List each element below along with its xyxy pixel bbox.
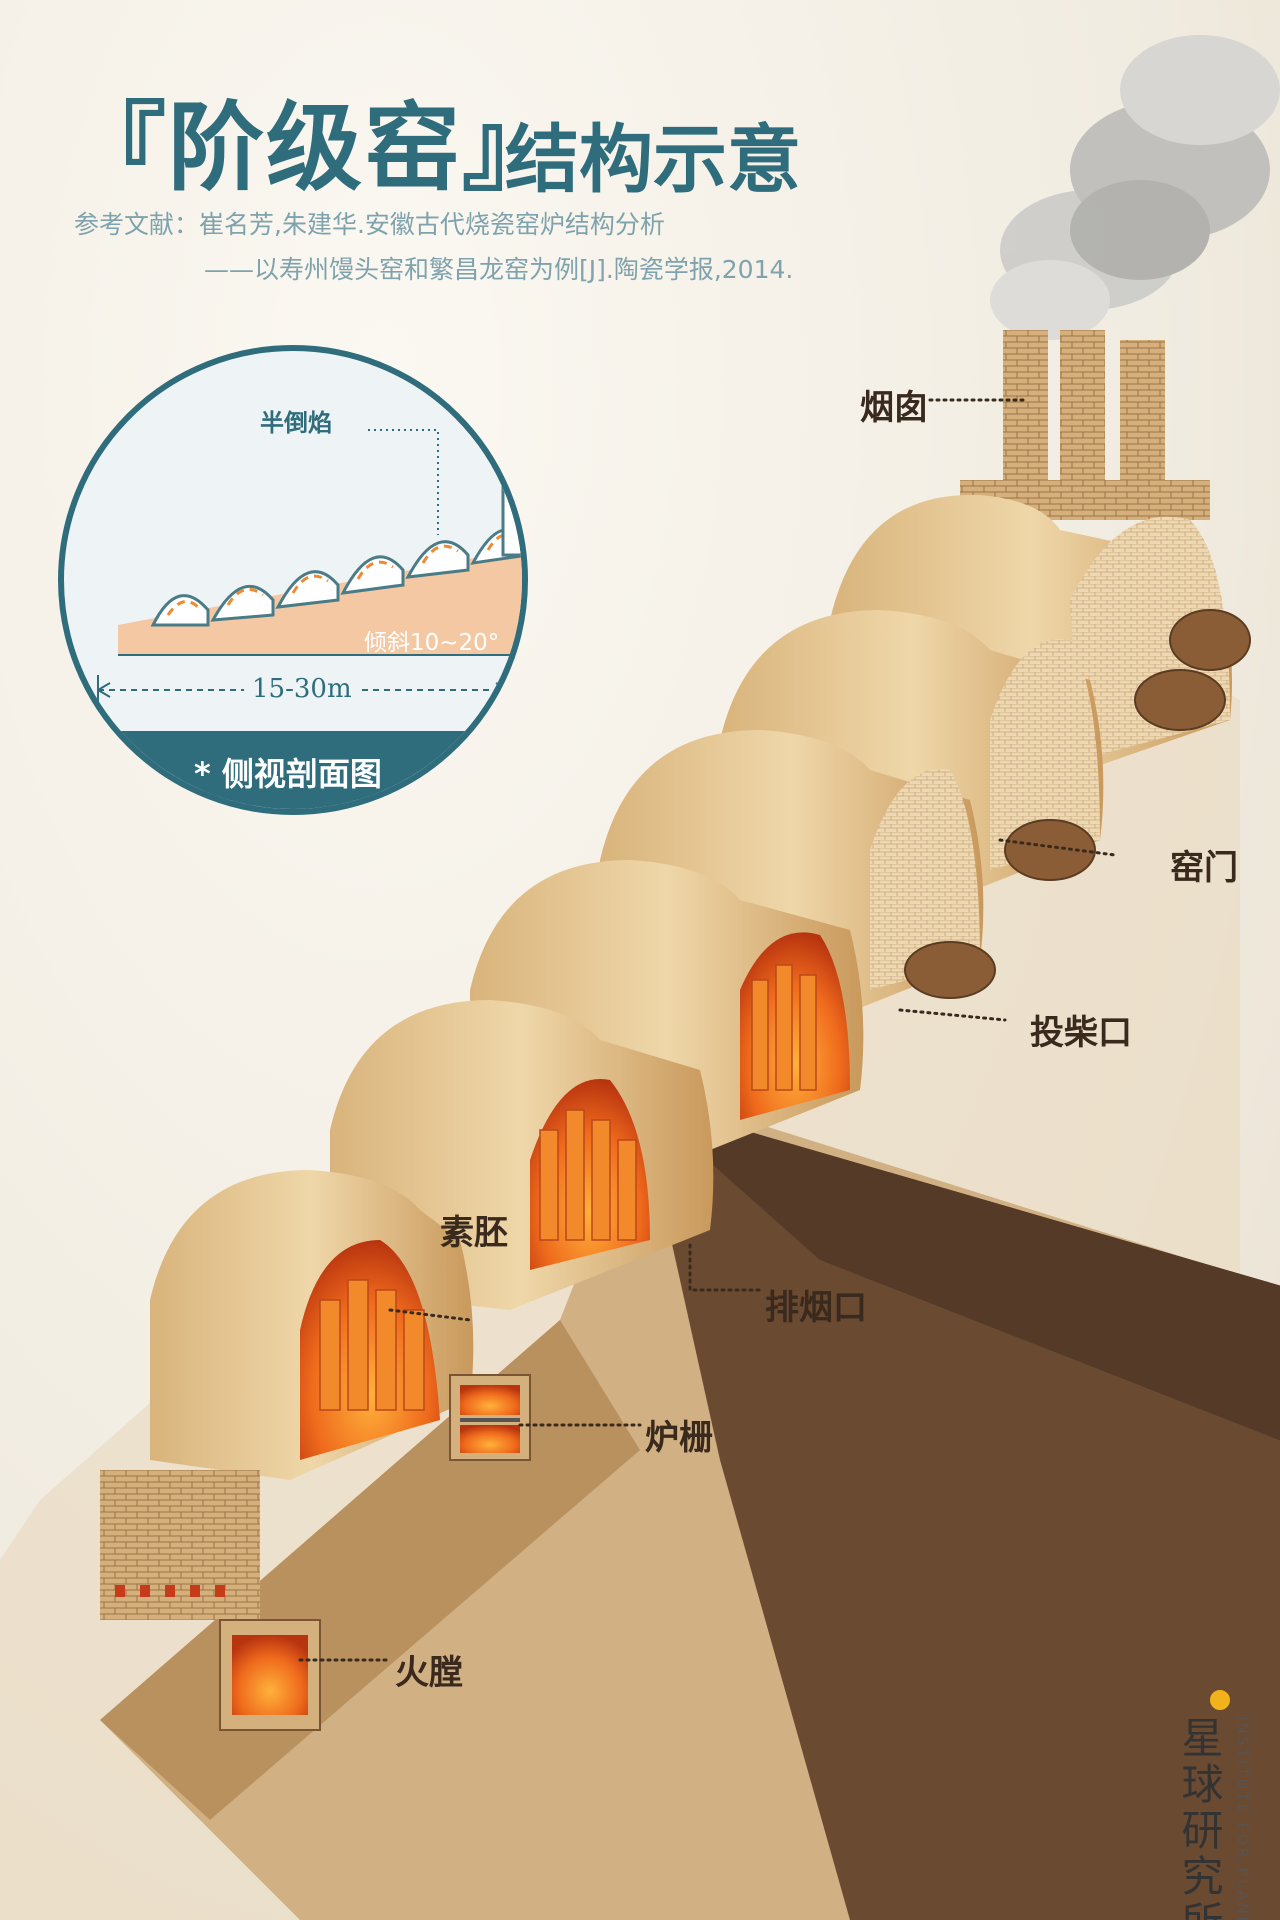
reference-line-2: ——以寿州馒头窑和繁昌龙窑为例[J].陶瓷学报,2014.	[204, 255, 794, 284]
label-firebox: 火膛	[395, 1653, 463, 1693]
front-wall	[100, 1470, 260, 1620]
inset-slope-label: 倾斜10~20°	[364, 630, 500, 656]
label-firewood-port: 投柴口	[1030, 1013, 1132, 1053]
grate-cutaway	[449, 1374, 531, 1461]
chimney-group	[960, 330, 1210, 520]
label-greenware: 素胚	[440, 1213, 508, 1253]
label-chimney: 烟囱	[860, 388, 928, 428]
inset-flame-label: 半倒焰	[260, 409, 332, 437]
label-exhaust-port: 排烟口	[765, 1288, 867, 1328]
label-grate: 炉栅	[645, 1418, 713, 1458]
brand-chinese: 星球研究所	[1175, 1716, 1224, 1920]
firewood-piles	[904, 609, 1251, 999]
brand-english: INSTITUTE FOR PLANETS	[1234, 1716, 1250, 1920]
label-kiln-door: 窑门	[1170, 848, 1238, 888]
title-sub: 结构示意	[505, 117, 801, 203]
smoke	[990, 35, 1280, 340]
firebox-cutaway	[219, 1619, 321, 1731]
inset-view-note: * 侧视剖面图	[194, 755, 382, 793]
title-main: 『阶级窑』	[70, 91, 560, 204]
brand-block: INSTITUTE FOR PLANETS 星球研究所	[1175, 1690, 1250, 1920]
reference-line-1: 参考文献：崔名芳,朱建华.安徽古代烧瓷窑炉结构分析	[74, 210, 665, 239]
brand-logo-icon	[1210, 1690, 1230, 1710]
side-section-inset: 半倒焰 倾斜10~20° 15-30m * 侧视剖面图	[58, 345, 528, 815]
inset-diagram	[97, 429, 522, 705]
greenware-stacks	[319, 964, 817, 1411]
inset-footer-band	[64, 731, 522, 809]
inset-length-label: 15-30m	[244, 674, 360, 704]
